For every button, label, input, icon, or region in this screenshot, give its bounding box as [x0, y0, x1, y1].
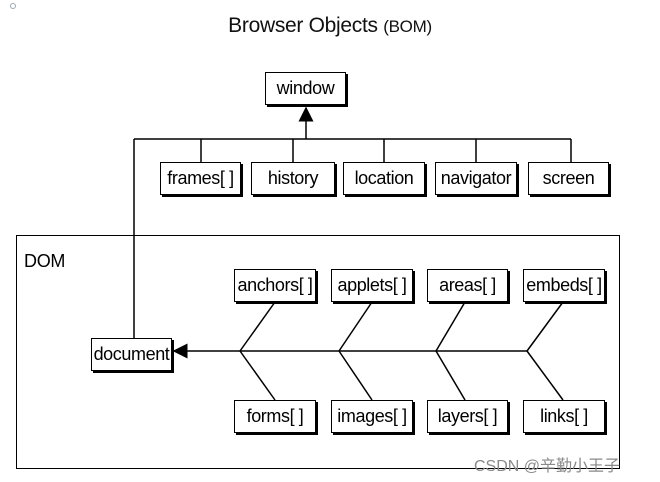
areas-node: areas[ ]	[427, 269, 508, 302]
watermark: CSDN @辛勤小王子	[474, 458, 621, 475]
branch-areas	[435, 301, 466, 352]
dom-label: DOM	[24, 251, 66, 271]
diagram-title: Browser Objects (BOM)	[0, 14, 660, 38]
branch-layers	[435, 350, 466, 401]
location-node: location	[343, 162, 425, 195]
history-node: history	[251, 162, 335, 195]
applets-node: applets[ ]	[331, 269, 413, 302]
bullet-icon	[10, 3, 16, 9]
branch-links	[526, 350, 564, 401]
title-sub: (BOM)	[383, 17, 432, 36]
branch-embeds	[526, 301, 564, 352]
forms-node: forms[ ]	[234, 400, 316, 433]
layers-node: layers[ ]	[427, 400, 508, 433]
embeds-node: embeds[ ]	[523, 269, 605, 302]
dom-frame	[16, 235, 620, 469]
anchors-node: anchors[ ]	[234, 269, 316, 302]
document-node: document	[91, 338, 172, 371]
screen-node: screen	[528, 162, 609, 195]
branch-anchors	[239, 301, 276, 352]
branch-applets	[338, 301, 373, 352]
frames-node: frames[ ]	[160, 162, 241, 195]
images-node: images[ ]	[331, 400, 413, 433]
branch-forms	[239, 350, 276, 401]
branch-images	[338, 350, 373, 401]
title-main: Browser Objects	[228, 14, 378, 37]
links-node: links[ ]	[523, 400, 605, 433]
window-node: window	[265, 72, 346, 105]
navigator-node: navigator	[435, 162, 517, 195]
